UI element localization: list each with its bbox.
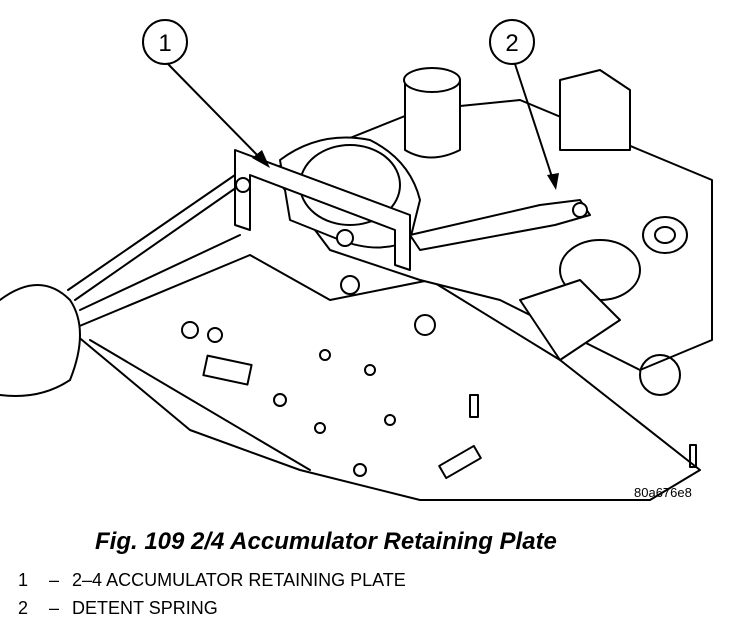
legend-label: DETENT SPRING [72, 598, 218, 618]
legend-separator: – [49, 570, 60, 590]
callout-2-number: 2 [505, 30, 518, 57]
legend-number: 1 [18, 570, 29, 590]
technician-hand [0, 284, 81, 397]
legend-separator: – [49, 598, 60, 618]
top-tube [404, 79, 461, 159]
callout-1-number: 1 [158, 30, 171, 57]
legend-row-2: 2 – DETENT SPRING [18, 594, 406, 622]
figure-caption: Fig. 109 2/4 Accumulator Retaining Plate [95, 528, 557, 555]
legend-number: 2 [18, 598, 29, 618]
tool-rod [74, 184, 241, 301]
figure-id: 80a676e8 [634, 485, 692, 500]
callout-1: 1 [142, 19, 270, 168]
callout-legend: 1 – 2–4 ACCUMULATOR RETAINING PLATE 2 – … [18, 566, 406, 622]
legend-row-1: 1 – 2–4 ACCUMULATOR RETAINING PLATE [18, 566, 406, 594]
valve-body-illustration: 1 2 [0, 19, 713, 501]
callout-2: 2 [489, 19, 559, 190]
retaining-plate [234, 149, 411, 271]
legend-label: 2–4 ACCUMULATOR RETAINING PLATE [72, 570, 406, 590]
detent-spring [409, 199, 591, 251]
valve-body-plate [69, 254, 701, 501]
